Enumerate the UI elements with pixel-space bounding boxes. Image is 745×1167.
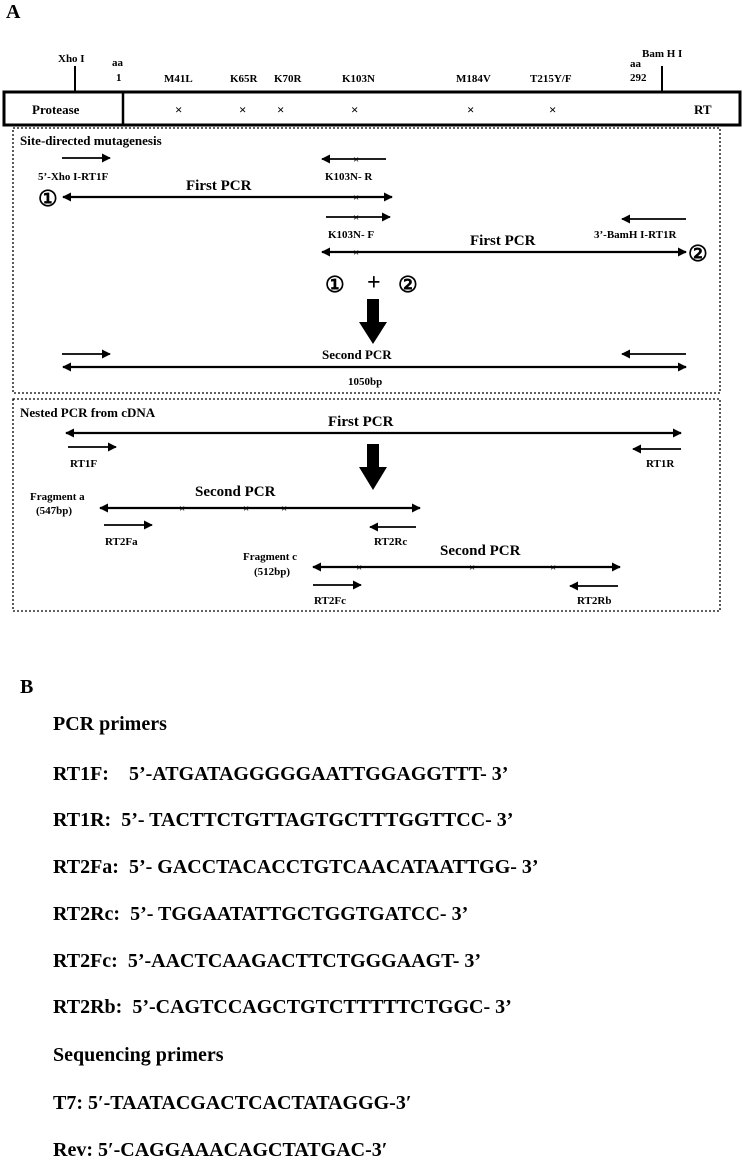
mutation-mark: ×: [356, 562, 362, 574]
mutation-mark: ×: [179, 503, 185, 515]
mutation-k103n: K103N: [342, 73, 375, 85]
primer-row-rt1f: RT1F: 5’-ATGATAGGGGGAATTGGAGGTTT- 3’: [53, 763, 508, 786]
mutation-mark: ×: [353, 192, 359, 204]
circle-1-combine: ①: [325, 272, 345, 297]
second-pcr-a-label: Second PCR: [195, 484, 276, 500]
fragment-a-size: (547bp): [36, 505, 72, 517]
primer-sequence: 5’- TACTTCTGTTAGTGCTTTGGTTCC- 3’: [121, 809, 514, 831]
mutation-mark: ×: [277, 102, 284, 117]
rt-label: RT: [694, 102, 712, 117]
mutation-mark: ×: [353, 247, 359, 259]
nested-first-pcr-label: First PCR: [328, 414, 394, 430]
primer-row-rt2fc: RT2Fc: 5’-AACTCAAGACTTCTGGGAAGT- 3’: [53, 950, 481, 973]
mutation-mark: ×: [281, 503, 287, 515]
rt2rb-label: RT2Rb: [577, 595, 611, 607]
first-pcr-2-label: First PCR: [470, 233, 536, 249]
circle-2-combine: ②: [398, 272, 418, 297]
panel-a-letter: A: [6, 1, 21, 23]
primer-name: RT2Fc:: [53, 950, 118, 972]
primer-name: RT2Fa:: [53, 856, 119, 878]
mutation-mark: ×: [550, 562, 556, 574]
aa-start-number: 1: [116, 72, 122, 84]
nested-down-arrow: [359, 444, 387, 490]
primer-row-rt2rc: RT2Rc: 5’- TGGAATATTGCTGGTGATCC- 3’: [53, 903, 468, 926]
rt1f-label: RT1F: [70, 458, 97, 470]
protease-label: Protease: [32, 102, 80, 117]
nested-title: Nested PCR from cDNA: [20, 405, 156, 420]
primer-sequence: 5’-CAGTCCAGCTGTCTTTTTCTGGC- 3’: [132, 996, 512, 1018]
mutation-k65r: K65R: [230, 73, 259, 85]
aa-end-number: 292: [630, 72, 647, 84]
primer-name: RT1R:: [53, 809, 112, 831]
circle-1-label: ①: [38, 186, 58, 211]
primer-name: RT1F:: [53, 763, 109, 785]
sdm-title: Site-directed mutagenesis: [20, 133, 162, 148]
primer-sequence: 5′-CAGGAAACAGCTATGAC-3′: [97, 1139, 388, 1161]
xho-site-label: Xho I: [58, 53, 85, 65]
fragment-c-size: (512bp): [254, 566, 290, 578]
product-size-label: 1050bp: [348, 376, 382, 388]
mutation-mark: ×: [353, 212, 359, 224]
aa-start-label: aa: [112, 57, 124, 69]
mutation-m184v: M184V: [456, 73, 491, 85]
rt2fc-label: RT2Fc: [314, 595, 346, 607]
fragment-a-label: Fragment a: [30, 491, 85, 503]
mutation-mark: ×: [469, 562, 475, 574]
mutation-mark: ×: [175, 102, 182, 117]
mutation-m41l: M41L: [164, 73, 193, 85]
rt1r-label: RT1R: [646, 458, 675, 470]
circle-2-label: ②: [688, 241, 708, 266]
primer-row-rt2fa: RT2Fa: 5’- GACCTACACCTGTCAACATAATTGG- 3’: [53, 856, 539, 879]
primer-row-rev: Rev: 5′-CAGGAAACAGCTATGAC-3′: [53, 1139, 387, 1162]
primer-name: Rev:: [53, 1139, 93, 1161]
primer-sequence: 5’- TGGAATATTGCTGGTGATCC- 3’: [130, 903, 469, 925]
mutation-mark: ×: [549, 102, 556, 117]
primer-name: RT2Rc:: [53, 903, 121, 925]
genome-box: [2, 90, 742, 127]
plus-sign: +: [367, 270, 381, 296]
primer-row-rt1r: RT1R: 5’- TACTTCTGTTAGTGCTTTGGTTCC- 3’: [53, 809, 513, 832]
fragment-c-label: Fragment c: [243, 551, 297, 563]
mutation-mark: ×: [353, 154, 359, 166]
primer-row-t7: T7: 5′-TAATACGACTCACTATAGGG-3′: [53, 1092, 411, 1115]
rt2fa-label: RT2Fa: [105, 536, 138, 548]
primer-3-label: 3’-BamH I-RT1R: [594, 229, 677, 241]
nested-pcr-panel: Nested PCR from cDNA First PCR RT1F RT1R…: [12, 398, 721, 612]
genome-map: Xho I aa 1 Bam H I aa 292 M41L K65R K70R…: [2, 48, 742, 127]
primer-sequence: 5’-ATGATAGGGGGAATTGGAGGTTT- 3’: [128, 763, 509, 785]
primer-sequence: 5’-AACTCAAGACTTCTGGGAAGT- 3’: [127, 950, 482, 972]
mutation-t215yf: T215Y/F: [530, 73, 572, 85]
primer-5-label: 5’-Xho I-RT1F: [38, 171, 108, 183]
pcr-strategy-diagram: Xho I aa 1 Bam H I aa 292 M41L K65R K70R…: [2, 48, 742, 612]
site-directed-mutagenesis-panel: Site-directed mutagenesis 5’-Xho I-RT1F …: [12, 127, 721, 394]
primer-row-rt2rb: RT2Rb: 5’-CAGTCCAGCTGTCTTTTTCTGGC- 3’: [53, 996, 512, 1019]
sequencing-primers-header: Sequencing primers: [53, 1044, 224, 1066]
panel-b-letter: B: [20, 676, 34, 698]
mutation-mark: ×: [351, 102, 358, 117]
mutation-mark: ×: [467, 102, 474, 117]
second-pcr-label: Second PCR: [322, 347, 392, 362]
primer-sequence: 5′-TAATACGACTCACTATAGGG-3′: [88, 1092, 412, 1114]
mutation-mark: ×: [243, 503, 249, 515]
mutation-mark: ×: [239, 102, 246, 117]
aa-end-label: aa: [630, 58, 642, 70]
k103n-r-label: K103N- R: [325, 171, 373, 183]
pcr-primers-header: PCR primers: [53, 713, 167, 735]
k103n-f-label: K103N- F: [328, 229, 374, 241]
primer-name: RT2Rb:: [53, 996, 123, 1018]
down-arrow: [359, 299, 387, 344]
primer-sequence: 5’- GACCTACACCTGTCAACATAATTGG- 3’: [128, 856, 539, 878]
rt2rc-label: RT2Rc: [374, 536, 407, 548]
mutation-k70r: K70R: [274, 73, 303, 85]
second-pcr-c-label: Second PCR: [440, 543, 521, 559]
primer-name: T7:: [53, 1092, 83, 1114]
first-pcr-1-label: First PCR: [186, 178, 252, 194]
bam-site-label: Bam H I: [642, 48, 682, 60]
